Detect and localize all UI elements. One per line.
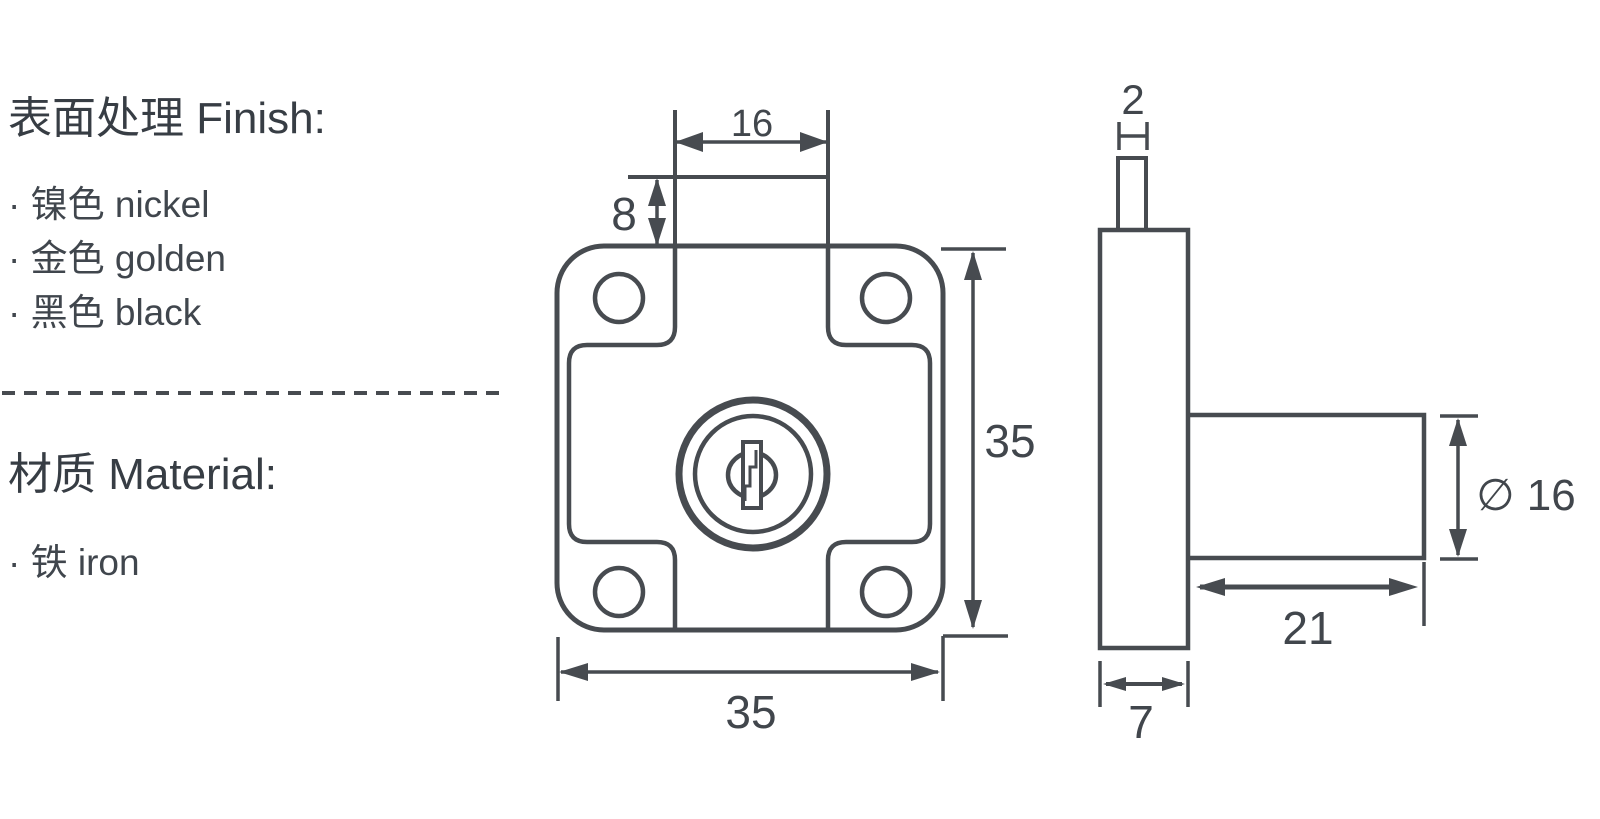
finish-title: 表面处理 Finish:: [8, 94, 326, 143]
dim-body-depth: 7: [1098, 661, 1190, 748]
arrowhead-right: [1162, 677, 1185, 691]
dim-label-plate-width: 35: [725, 686, 776, 738]
arrowhead-left: [559, 663, 588, 681]
dim-barrel-diameter: ∅ 16: [1440, 414, 1576, 561]
front-view: [554, 110, 946, 633]
finish-item-golden: · 金色 golden: [8, 238, 226, 279]
barrel-outline: [1188, 412, 1427, 561]
arrowhead-down: [648, 218, 666, 246]
material-item-iron: · 铁 iron: [8, 542, 140, 583]
arrowhead-left: [1103, 677, 1126, 691]
plate-outline: [554, 243, 946, 633]
keyway-profile: [743, 450, 758, 501]
dim-label-tab-width: 16: [731, 103, 773, 145]
mounting-hole-top-left: [592, 271, 646, 325]
mounting-hole-bottom-left: [592, 565, 646, 619]
arrowhead-down: [1449, 529, 1467, 557]
cylinder-inner-ring: [692, 413, 814, 535]
dim-tab-width: 16: [675, 103, 828, 152]
arrowhead-right: [1389, 578, 1418, 596]
finish-item-nickel: · 镍色 nickel: [8, 184, 210, 225]
arrowhead-left: [675, 132, 703, 152]
arrowhead-up: [648, 178, 666, 206]
dim-plate-height: 35: [941, 247, 1036, 638]
dim-label-barrel-diameter: ∅ 16: [1476, 471, 1576, 520]
mounting-hole-bottom-right: [859, 565, 913, 619]
finish-item-black: · 黑色 black: [8, 292, 202, 333]
dim-pin-width: 2: [1117, 76, 1149, 150]
arrowhead-up: [1449, 418, 1467, 446]
body-outline: [1097, 227, 1191, 651]
mounting-hole-top-right: [859, 271, 913, 325]
arrowhead-right: [911, 663, 940, 681]
arrowhead-left: [1196, 578, 1225, 596]
dim-tab-height: 8: [611, 178, 666, 246]
side-view: [1097, 156, 1427, 651]
arrowhead-right: [800, 132, 828, 152]
housing-contour-left: [566, 246, 678, 630]
material-title: 材质 Material:: [8, 450, 277, 499]
dim-plate-width: 35: [556, 636, 945, 738]
arrowhead-down: [964, 600, 982, 629]
cylinder-outer-ring: [675, 396, 831, 552]
arrowhead-up: [964, 251, 982, 280]
pin-outline: [1116, 156, 1148, 230]
dim-label-tab-height: 8: [611, 188, 637, 240]
housing-contour-right: [825, 246, 933, 630]
dim-label-pin-width: 2: [1121, 76, 1144, 123]
dim-label-barrel-length: 21: [1282, 602, 1333, 654]
dim-label-plate-height: 35: [984, 415, 1035, 467]
dim-label-body-depth: 7: [1128, 696, 1154, 748]
dim-barrel-length: 21: [1196, 562, 1426, 654]
